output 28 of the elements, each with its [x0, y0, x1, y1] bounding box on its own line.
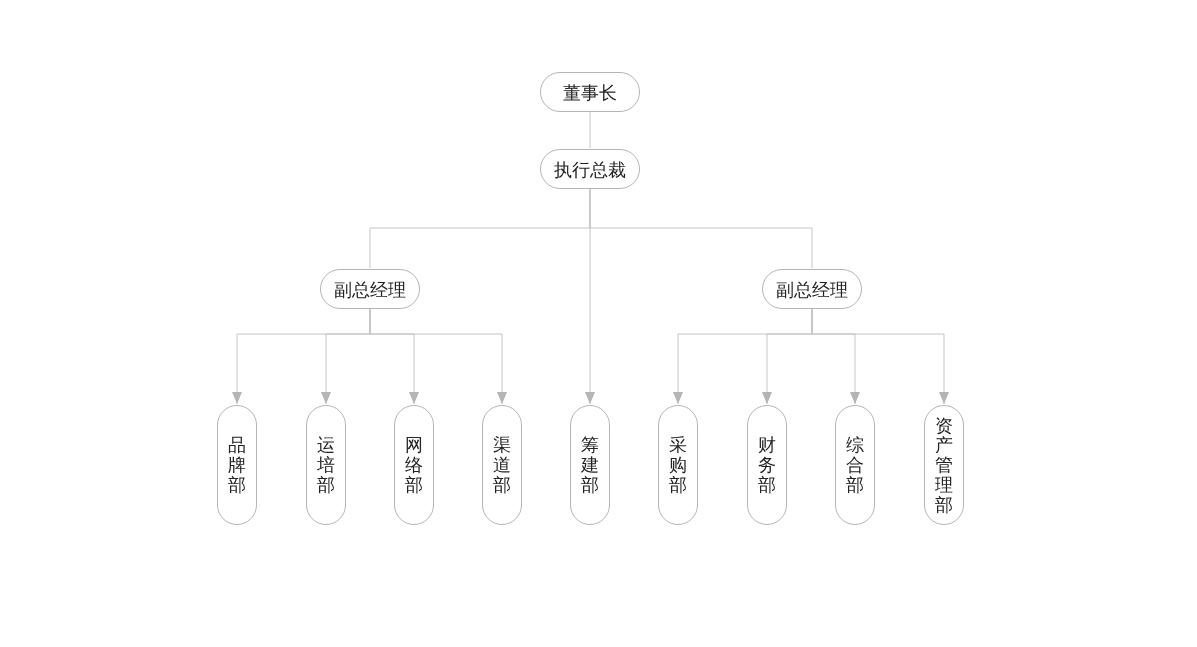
department-pill: [482, 405, 522, 525]
department-pill: [924, 405, 964, 525]
node-label: 运培部: [317, 435, 335, 495]
node-label: 财务部: [758, 435, 776, 495]
department-pill: [306, 405, 346, 525]
department-pill: [394, 405, 434, 525]
node-label: 网络部: [405, 435, 423, 495]
role-pill: [320, 269, 420, 309]
role-pill: [540, 72, 640, 112]
department-pill: [835, 405, 875, 525]
node-label: 执行总裁: [554, 157, 626, 182]
role-pill: [762, 269, 862, 309]
department-pill: [658, 405, 698, 525]
connector-line: [585, 188, 595, 405]
department-pill: [217, 405, 257, 525]
node-label: 董事长: [563, 80, 617, 105]
department-pill: [747, 405, 787, 525]
node-label: 综合部: [846, 435, 864, 495]
node-label: 渠道部: [493, 435, 511, 495]
node-label: 副总经理: [334, 277, 406, 302]
node-label: 副总经理: [776, 277, 848, 302]
node-label: 品牌部: [228, 435, 246, 495]
node-label: 筹建部: [581, 435, 599, 495]
connector-line: [589, 188, 813, 269]
node-label: 采购部: [669, 435, 687, 495]
node-label: 资产管理部: [935, 415, 953, 515]
department-pill: [570, 405, 610, 525]
role-pill: [540, 149, 640, 189]
